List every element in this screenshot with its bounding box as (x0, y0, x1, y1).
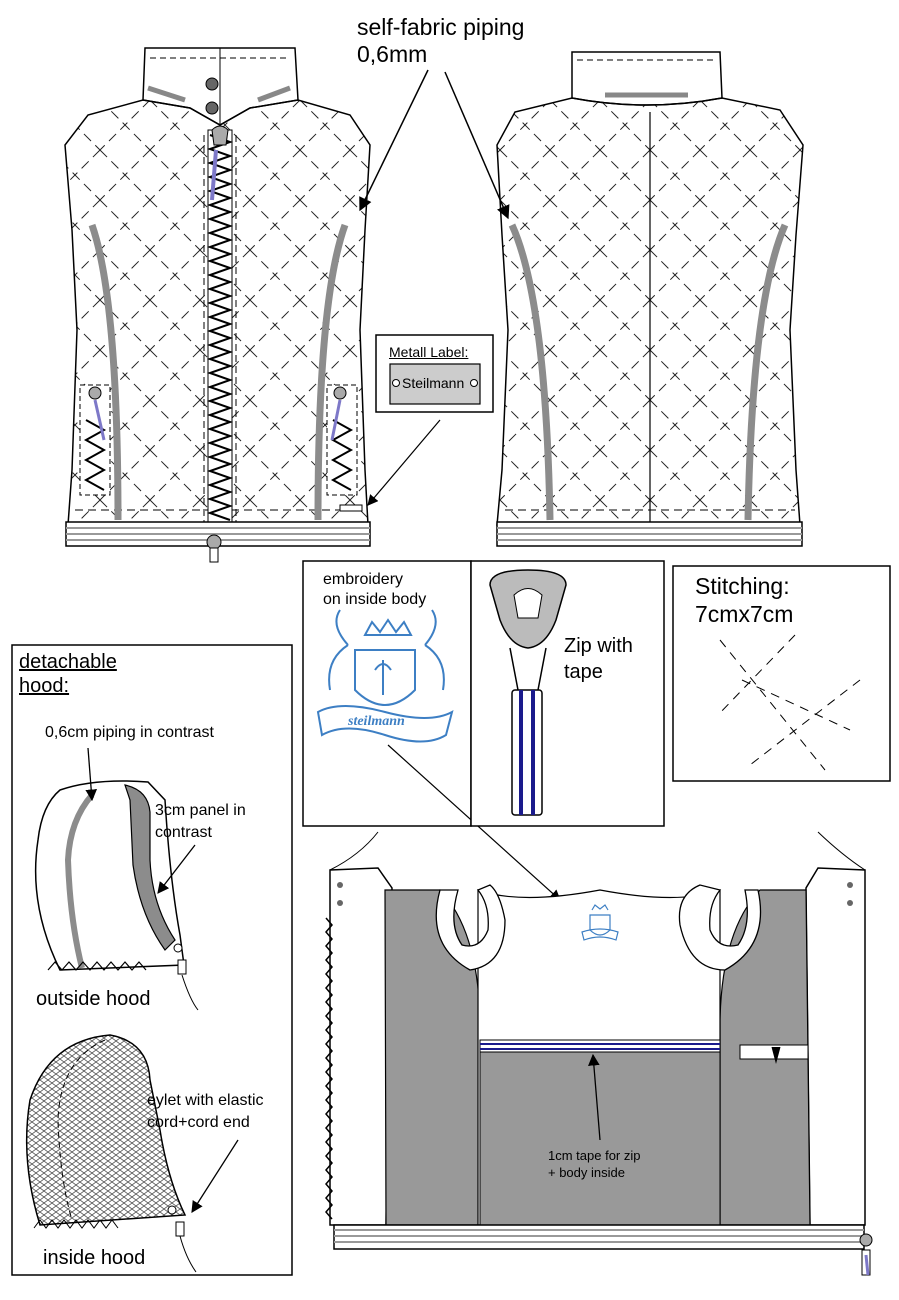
stitching-caption: Stitching: 7cmx7cm (695, 573, 794, 627)
zip-puller-detail-icon (489, 569, 567, 816)
tape-caption: 1cm tape for zip + body inside (548, 1148, 641, 1180)
eyelet-arrow (191, 1139, 239, 1213)
front-vest (64, 47, 371, 563)
outside-hood-drawing (34, 780, 199, 1011)
embroidery-caption: embroidery on inside body (323, 571, 427, 608)
metal-label-brand: Steilmann (402, 375, 465, 391)
hood-panel-caption: 3cm panel in contrast (155, 802, 246, 841)
piping-left (88, 223, 122, 521)
zip-caption: Zip with tape (564, 635, 633, 683)
stitching-diamonds (717, 634, 861, 771)
embroidery-logo-text: steilmann (348, 714, 405, 729)
embroidery-logo-icon (316, 609, 454, 743)
outside-hood-caption: outside hood (36, 988, 151, 1010)
metal-label-title: Metall Label: (389, 344, 469, 360)
metal-label-arrow (367, 419, 441, 506)
zip-puller-icon (210, 149, 218, 201)
hood-piping-caption: 0,6cm piping in contrast (45, 724, 214, 741)
snap-button (205, 77, 219, 91)
back-vest (496, 51, 804, 547)
piping-right (314, 223, 349, 521)
eyelet-caption: eylet with elastic cord+cord end (147, 1092, 264, 1131)
tape-arrow (588, 1053, 601, 1141)
inside-hood-caption: inside hood (43, 1247, 146, 1269)
hood-title: detachable hood: (19, 651, 117, 697)
piping-arrow-back (444, 71, 510, 220)
piping-title: self-fabric piping 0,6mm (357, 14, 525, 67)
embroidery-box (302, 560, 472, 827)
metal-label-placement (339, 504, 363, 512)
embroidery-small-icon (581, 904, 619, 941)
hood-piping-arrow (85, 747, 98, 802)
hood-panel-arrow (157, 844, 196, 894)
back-piping-right (744, 223, 789, 521)
inside-view (325, 831, 873, 1276)
metal-label-plate (389, 363, 481, 405)
stitching-box (672, 565, 891, 782)
piping-arrow-front (359, 69, 429, 212)
back-piping-left (508, 223, 554, 521)
lining-left (384, 889, 481, 1226)
inside-hood-drawing (25, 1034, 197, 1273)
snap-button (205, 101, 219, 115)
zip-slider (211, 125, 229, 146)
